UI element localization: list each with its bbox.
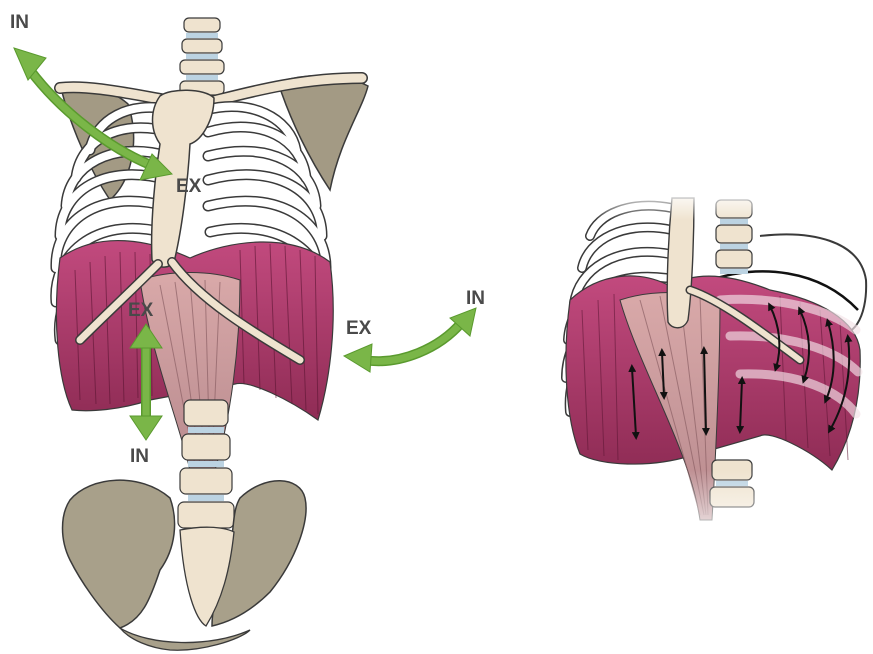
label-top-in: IN [10,12,29,33]
right-detail [560,190,873,550]
label-left-in: IN [130,446,149,467]
cervical-spine [180,18,224,95]
label-top-ex: EX [176,176,202,197]
left-skeleton: IN EX EX IN EX IN [10,12,485,650]
label-right-ex: EX [346,318,372,339]
lumbar-spine [178,400,234,535]
label-right-in: IN [466,288,485,309]
label-left-ex: EX [128,300,154,321]
